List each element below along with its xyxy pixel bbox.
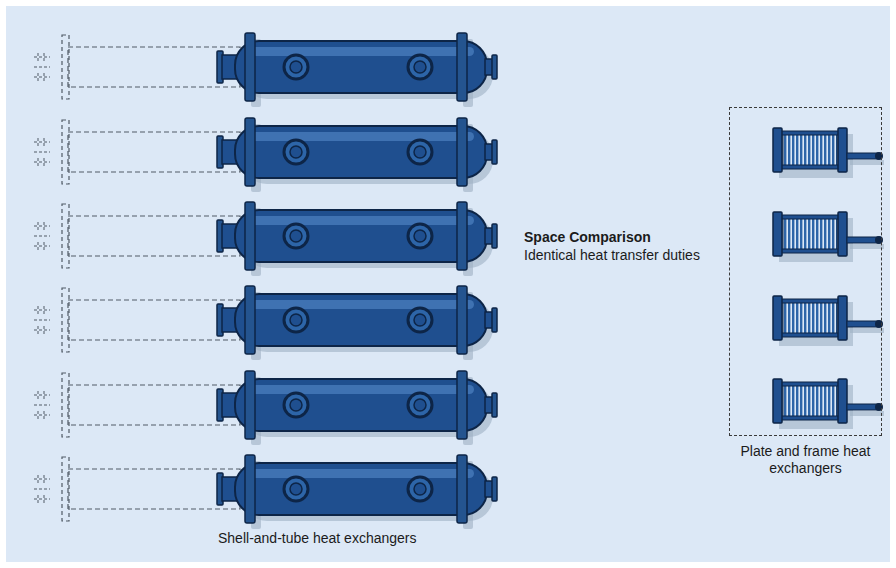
diagram-title: Space Comparison [524, 229, 651, 246]
subtitle-label: Identical heat transfer duties [524, 247, 700, 264]
dashed-group-box: Plate and frame heat exchangers [729, 107, 882, 436]
group-label: Shell-and-tube heat exchangers [218, 530, 416, 547]
group-caption: Plate and frame heat exchangers [720, 443, 891, 477]
